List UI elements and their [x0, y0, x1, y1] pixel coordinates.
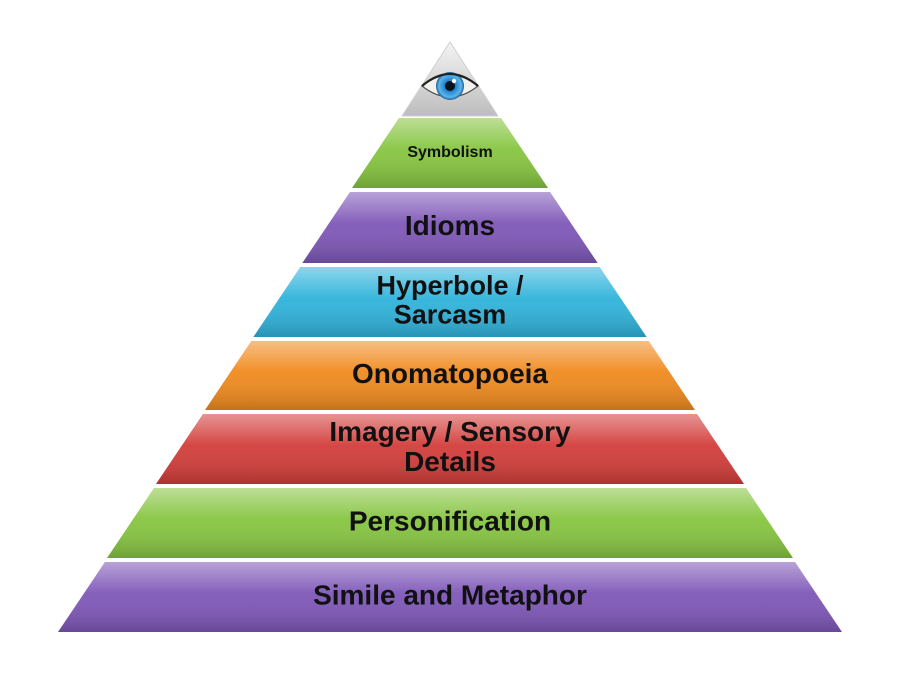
- pyramid-level-2: Idioms: [302, 192, 598, 263]
- pyramid-level-1: Symbolism: [352, 118, 548, 188]
- level-band-shine: [253, 267, 647, 337]
- level-label: Personification: [349, 505, 551, 536]
- eye-icon: [421, 72, 479, 100]
- level-band-shine: [107, 488, 793, 558]
- level-band-shine: [352, 118, 548, 188]
- level-band-shine: [302, 192, 598, 263]
- level-band-shine: [156, 414, 744, 484]
- level-band-shine: [205, 341, 695, 410]
- pyramid-level-4: Onomatopoeia: [205, 341, 695, 410]
- level-band-shine: [58, 562, 842, 632]
- pyramid-level-6: Personification: [107, 488, 793, 558]
- level-label: Idioms: [405, 210, 495, 241]
- pyramid-level-3: Hyperbole /Sarcasm: [253, 267, 647, 337]
- apex: [401, 41, 499, 117]
- level-label: Simile and Metaphor: [313, 579, 587, 610]
- level-label: Hyperbole /Sarcasm: [376, 271, 524, 330]
- level-label: Onomatopoeia: [352, 358, 548, 389]
- level-label: Symbolism: [407, 144, 492, 161]
- pyramid-level-7: Simile and Metaphor: [58, 562, 842, 632]
